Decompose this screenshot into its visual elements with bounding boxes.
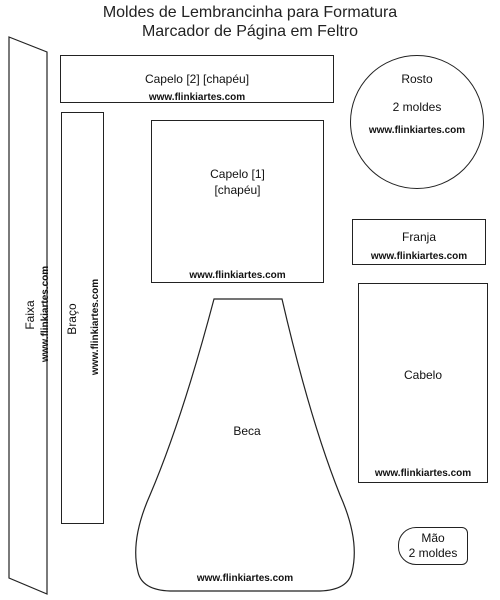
cabelo-piece: Cabelo www.flinkiartes.com: [358, 283, 488, 483]
capelo2-piece: Capelo [2] [chapéu] www.flinkiartes.com: [60, 55, 334, 103]
beca-url: www.flinkiartes.com: [196, 573, 294, 584]
braco-url: www.flinkiartes.com: [90, 278, 101, 376]
faixa-outline: [8, 36, 48, 595]
beca-outline: [135, 298, 355, 592]
mao-count: 2 moldes: [408, 546, 458, 560]
rosto-count: 2 moldes: [392, 100, 442, 114]
mao-label: Mão: [421, 531, 445, 545]
rosto-label: Rosto: [401, 72, 433, 86]
braco-label: Braço: [65, 303, 79, 335]
cabelo-label: Cabelo: [403, 368, 443, 382]
braco-piece: [61, 112, 104, 524]
capelo1-label-line2: [chapéu]: [214, 183, 261, 197]
capelo2-label: Capelo [2] [chapéu]: [144, 72, 250, 86]
rosto-piece: Rosto 2 moldes www.flinkiartes.com: [350, 55, 484, 189]
capelo2-url: www.flinkiartes.com: [148, 92, 246, 103]
rosto-url: www.flinkiartes.com: [368, 125, 466, 136]
faixa-url: www.flinkiartes.com: [40, 265, 51, 363]
beca-label: Beca: [233, 424, 261, 438]
franja-piece: Franja www.flinkiartes.com: [352, 219, 486, 265]
franja-url: www.flinkiartes.com: [370, 251, 468, 262]
capelo1-piece: Capelo [1] [chapéu] www.flinkiartes.com: [151, 120, 324, 283]
cabelo-url: www.flinkiartes.com: [374, 468, 472, 479]
faixa-label: Faixa: [23, 300, 37, 330]
franja-label: Franja: [401, 230, 436, 244]
page-title: Moldes de Lembrancinha para Formatura: [102, 4, 398, 21]
mao-piece: Mão 2 moldes: [398, 527, 468, 565]
capelo1-label-line1: Capelo [1]: [210, 167, 265, 181]
page-subtitle: Marcador de Página em Feltro: [141, 23, 359, 40]
capelo1-url: www.flinkiartes.com: [189, 270, 286, 281]
